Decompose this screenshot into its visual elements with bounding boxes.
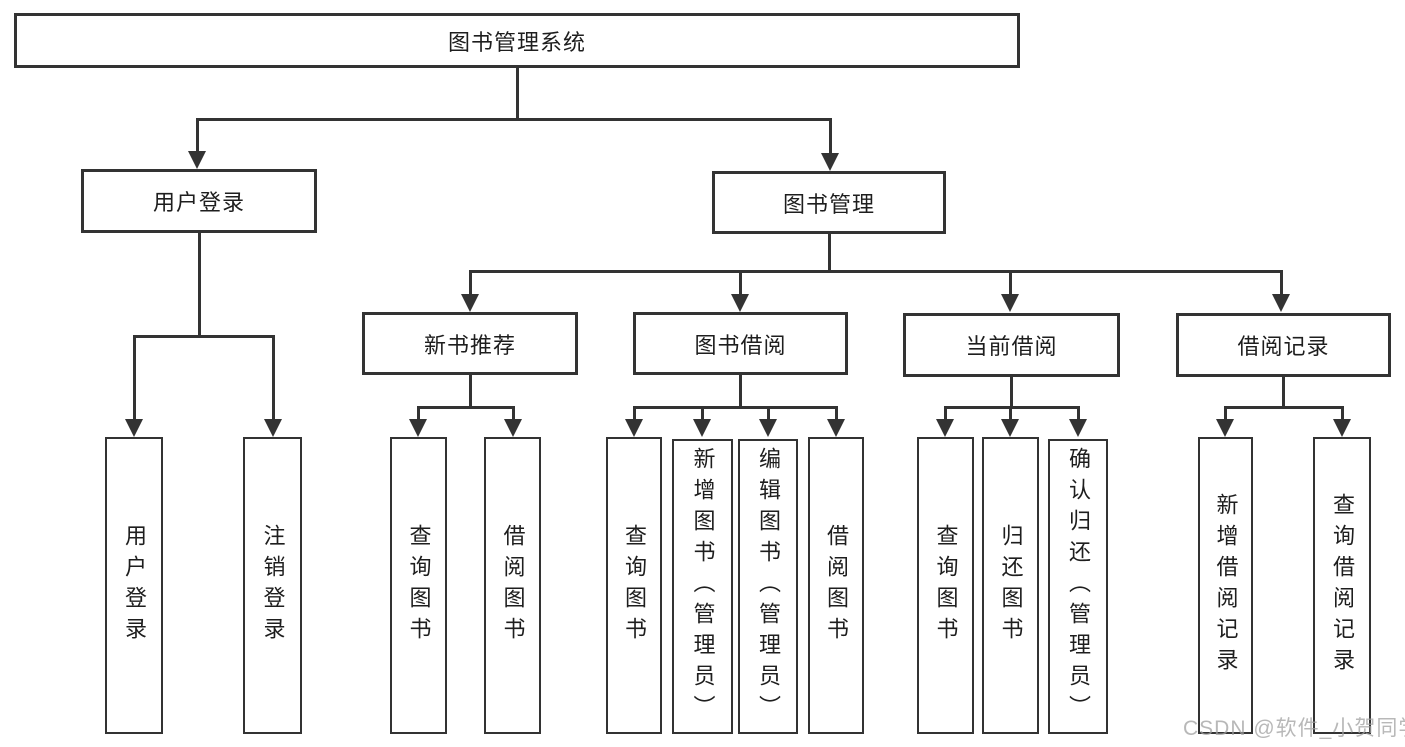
leaf-edit-book-admin-label: 编辑图书（管理员） (756, 447, 781, 726)
connector-leaf-stub (1009, 406, 1012, 422)
connector-to-book-borrow (739, 270, 742, 296)
arrow-down-icon (1272, 294, 1290, 312)
connector-current-borrow-stem (1010, 377, 1013, 408)
connector-leaf-stub (1341, 406, 1344, 422)
arrow-down-icon (1216, 419, 1234, 437)
connector-leaf-stub (512, 406, 515, 422)
leaf-borrow-books-2-label: 借阅图书 (824, 523, 849, 648)
arrow-down-icon (188, 151, 206, 169)
connector-leaf-stub (835, 406, 838, 422)
leaf-borrow-books-2: 借阅图书 (808, 437, 864, 734)
node-borrow-records: 借阅记录 (1176, 313, 1391, 377)
leaf-return-book: 归还图书 (982, 437, 1039, 734)
connector-leaf-stub (767, 406, 770, 422)
connector-new-book-stem (469, 375, 472, 408)
connector-to-current-borrow (1009, 270, 1012, 296)
connector-leaf-stub (944, 406, 947, 422)
connector-borrow-records-bus (1224, 406, 1344, 409)
connector-book-mgmt-stem (828, 234, 831, 273)
connector-root-bus (196, 118, 832, 121)
leaf-query-books-3-label: 查询图书 (933, 523, 959, 648)
node-current-borrow-label: 当前借阅 (965, 334, 1058, 359)
arrow-down-icon (1001, 419, 1019, 437)
arrow-down-icon (461, 294, 479, 312)
connector-to-user-login (196, 118, 199, 154)
connector-to-leaf-logout (272, 335, 275, 421)
leaf-query-books-2-label: 查询图书 (622, 523, 647, 648)
node-book-borrow-label: 图书借阅 (694, 332, 787, 358)
csdn-watermark: CSDN @软件_小贺同学 (1183, 717, 1405, 740)
connector-user-login-stem (198, 233, 201, 337)
connector-new-book-bus (417, 406, 515, 409)
connector-leaf-stub (633, 406, 636, 422)
connector-book-mgmt-bus (469, 270, 1283, 273)
node-book-borrow: 图书借阅 (633, 312, 848, 375)
arrow-down-icon (759, 419, 777, 437)
connector-book-borrow-stem (739, 375, 742, 408)
arrow-down-icon (936, 419, 954, 437)
leaf-add-book-admin: 新增图书（管理员） (672, 439, 733, 734)
leaf-add-borrow-record: 新增借阅记录 (1198, 437, 1253, 734)
leaf-query-borrow-record-label: 查询借阅记录 (1330, 492, 1355, 679)
arrow-down-icon (125, 419, 143, 437)
connector-book-borrow-bus (633, 406, 837, 409)
leaf-logout-label: 注销登录 (260, 523, 286, 648)
arrow-down-icon (1333, 419, 1351, 437)
arrow-down-icon (409, 419, 427, 437)
leaf-query-books-3: 查询图书 (917, 437, 974, 734)
arrow-down-icon (625, 419, 643, 437)
node-book-management: 图书管理 (712, 171, 946, 234)
leaf-user-login: 用户登录 (105, 437, 163, 734)
connector-to-borrow-records (1280, 270, 1283, 296)
node-new-book-recommend-label: 新书推荐 (423, 332, 516, 358)
arrow-down-icon (1069, 419, 1087, 437)
arrow-down-icon (504, 419, 522, 437)
connector-to-book-mgmt (829, 118, 832, 155)
leaf-confirm-return-admin: 确认归还（管理员） (1048, 439, 1108, 734)
node-book-management-label: 图书管理 (782, 191, 875, 217)
leaf-query-books-2: 查询图书 (606, 437, 662, 734)
arrow-down-icon (731, 294, 749, 312)
connector-leaf-stub (701, 406, 704, 422)
node-current-borrow: 当前借阅 (903, 313, 1120, 377)
connector-leaf-stub (1224, 406, 1227, 422)
leaf-user-login-label: 用户登录 (122, 523, 147, 648)
arrow-down-icon (1001, 294, 1019, 312)
arrow-down-icon (827, 419, 845, 437)
leaf-borrow-books-1: 借阅图书 (484, 437, 541, 734)
node-system-label: 图书管理系统 (447, 29, 586, 55)
leaf-add-borrow-record-label: 新增借阅记录 (1213, 492, 1239, 679)
leaf-return-book-label: 归还图书 (998, 523, 1024, 648)
connector-current-borrow-bus (944, 406, 1080, 409)
connector-leaf-stub (417, 406, 420, 422)
leaf-logout: 注销登录 (243, 437, 302, 734)
leaf-query-borrow-record: 查询借阅记录 (1313, 437, 1371, 734)
leaf-query-books-1-label: 查询图书 (406, 523, 432, 648)
connector-root-stem (516, 68, 519, 119)
arrow-down-icon (693, 419, 711, 437)
connector-to-leaf-user-login (133, 335, 136, 421)
leaf-confirm-return-admin-label: 确认归还（管理员） (1066, 447, 1091, 726)
node-system: 图书管理系统 (14, 13, 1020, 68)
node-user-login: 用户登录 (81, 169, 317, 233)
leaf-edit-book-admin: 编辑图书（管理员） (738, 439, 798, 734)
node-borrow-records-label: 借阅记录 (1237, 334, 1330, 359)
leaf-add-book-admin-label: 新增图书（管理员） (690, 447, 716, 726)
connector-to-new-book (469, 270, 472, 296)
leaf-query-books-1: 查询图书 (390, 437, 447, 734)
arrow-down-icon (821, 153, 839, 171)
node-user-login-label: 用户登录 (152, 190, 245, 215)
node-new-book-recommend: 新书推荐 (362, 312, 578, 375)
leaf-borrow-books-1-label: 借阅图书 (500, 523, 526, 648)
connector-user-login-bus (133, 335, 275, 338)
connector-leaf-stub (1077, 406, 1080, 422)
arrow-down-icon (264, 419, 282, 437)
connector-borrow-records-stem (1282, 377, 1285, 408)
